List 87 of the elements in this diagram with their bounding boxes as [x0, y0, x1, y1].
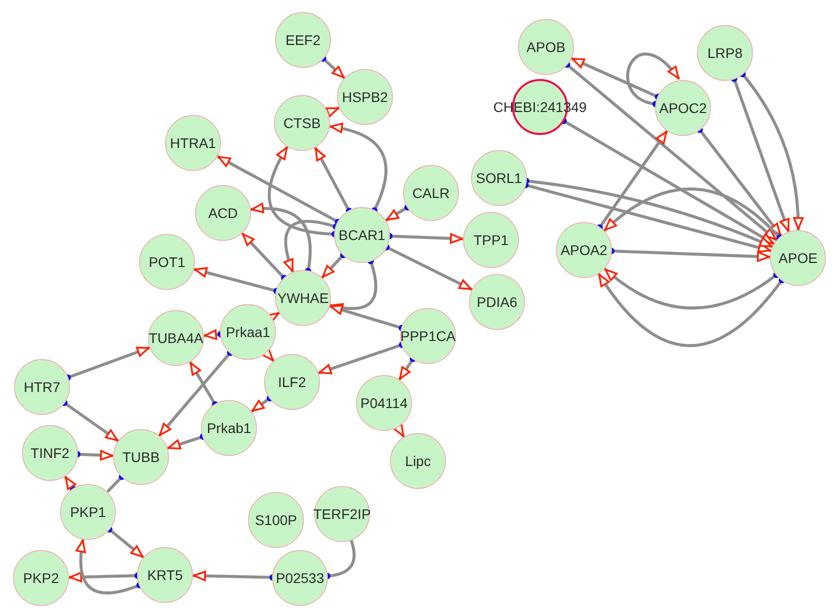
arrow — [192, 570, 273, 582]
gene-node — [264, 354, 320, 410]
arrow — [77, 450, 114, 461]
node-label: TPP1 — [473, 233, 508, 247]
node-label: YWHAE — [277, 291, 329, 305]
arrow — [604, 268, 779, 310]
node-label: POT1 — [148, 255, 186, 269]
node-label: APOA2 — [560, 243, 608, 257]
node-label: APOE — [778, 251, 818, 265]
arrow — [570, 57, 660, 100]
node-label: SORL1 — [476, 171, 522, 185]
arrow — [321, 252, 346, 279]
arrow — [320, 56, 346, 80]
arrow — [330, 123, 388, 212]
arrow — [167, 433, 204, 450]
gene-node — [655, 80, 711, 136]
arrow — [562, 118, 775, 246]
arrow — [241, 232, 287, 280]
node-label: APOC2 — [659, 101, 707, 115]
arrow — [250, 395, 272, 413]
node-label: EEF2 — [285, 33, 320, 47]
node-label: HTRA1 — [170, 136, 216, 150]
arrow — [66, 346, 150, 381]
arrow — [597, 273, 785, 347]
arrow — [393, 423, 406, 438]
arrow — [626, 52, 680, 108]
arrow — [68, 572, 138, 582]
arrow — [564, 62, 778, 242]
node-label: TERF2IP — [313, 507, 371, 521]
node-label: HTR7 — [24, 380, 60, 394]
node-label: APOB — [526, 40, 566, 54]
gene-node — [220, 304, 276, 360]
arrow — [730, 77, 790, 232]
arrow — [261, 348, 275, 362]
arrow — [385, 204, 410, 222]
arrow — [596, 130, 668, 230]
arrow — [204, 329, 222, 340]
arrow — [268, 146, 336, 238]
node-label: P04114 — [360, 396, 408, 410]
node-label: TUBA4A — [148, 331, 204, 345]
arrow — [603, 188, 782, 240]
node-label: PPP1CA — [400, 329, 456, 343]
arrow — [318, 342, 404, 374]
arrow — [194, 267, 278, 294]
gene-node — [113, 429, 169, 485]
arrow — [325, 106, 340, 118]
node-label: BCAR1 — [338, 228, 386, 242]
arrow — [250, 203, 312, 272]
arrow — [696, 128, 782, 237]
node-label: TINF2 — [30, 446, 70, 460]
arrow — [384, 244, 473, 291]
arrow — [398, 356, 416, 380]
node-label: PKP1 — [70, 505, 106, 519]
arrow — [330, 260, 378, 313]
node-label: TUBB — [122, 450, 160, 464]
node-label: Prkab1 — [206, 421, 252, 435]
gene-node — [334, 207, 390, 263]
arrow — [76, 539, 141, 594]
node-label: PDIA6 — [476, 295, 518, 309]
arrow — [740, 72, 804, 230]
node-label: Lipc — [405, 454, 431, 468]
arrow — [314, 146, 352, 213]
arrow — [389, 232, 464, 244]
arrow — [329, 304, 403, 332]
gene-node — [337, 69, 393, 125]
gene-node — [770, 230, 826, 286]
arrow — [62, 400, 119, 442]
node-label: ACD — [208, 206, 238, 220]
gene-node — [556, 222, 612, 278]
node-label: KRT5 — [147, 568, 183, 582]
node-label: P02533 — [276, 571, 324, 585]
arrow — [158, 350, 233, 437]
arrow — [188, 361, 218, 406]
gene-node — [275, 270, 331, 326]
node-label: PKP2 — [23, 571, 59, 585]
arrow — [216, 155, 340, 225]
arrow — [106, 526, 144, 558]
node-label: HSPB2 — [342, 90, 388, 104]
node-label: ILF2 — [278, 375, 306, 389]
arrow — [284, 220, 337, 272]
arrow — [64, 476, 76, 491]
node-label: CALR — [412, 186, 450, 200]
node-label: CTSB — [283, 116, 321, 130]
node-label: Prkaa1 — [226, 325, 270, 339]
node-label: S100P — [254, 513, 298, 527]
arrow — [611, 248, 770, 262]
node-label: LRP8 — [707, 46, 743, 60]
